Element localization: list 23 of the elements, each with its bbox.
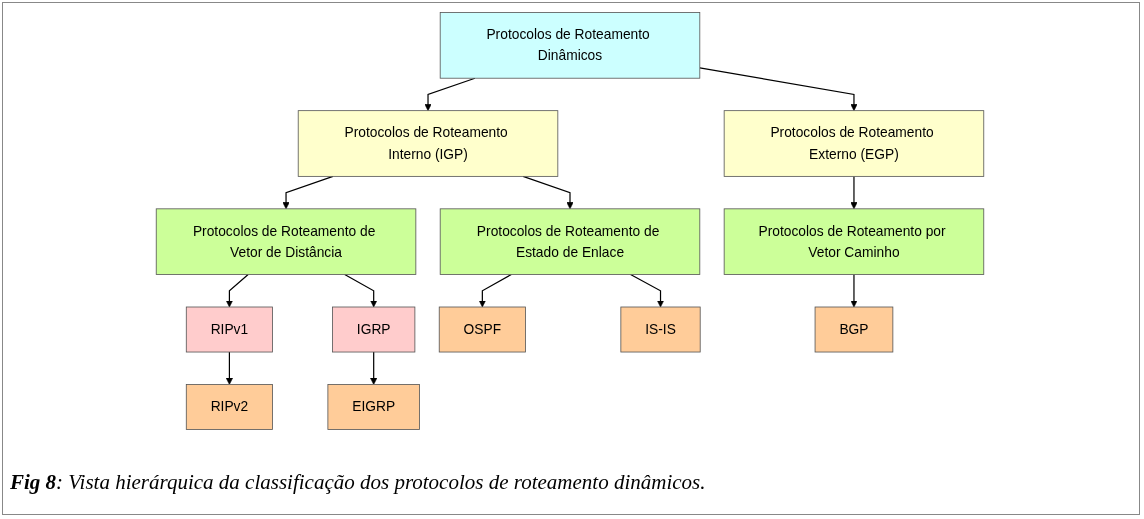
node-box: EIGRP bbox=[327, 384, 420, 430]
arrow bbox=[478, 273, 512, 308]
node-box: Protocolos de Roteamento de Vetor de Distância bbox=[155, 208, 417, 275]
arrow bbox=[344, 273, 378, 308]
arrow bbox=[850, 273, 858, 308]
node-box: IS-IS bbox=[620, 306, 701, 353]
arrow bbox=[630, 273, 665, 308]
figure-caption: Fig 8: Vista hierárquica da classificação dos protocolos de roteamento dinâmicos. bbox=[10, 470, 706, 495]
arrow bbox=[225, 351, 233, 385]
node-box: RIPv2 bbox=[185, 384, 273, 430]
node-box: Protocolos de Roteamento Externo (EGP) bbox=[723, 110, 985, 177]
node-box: Protocolos de Roteamento por Vetor Caminho bbox=[723, 208, 985, 275]
node-box: Protocolos de Roteamento Interno (IGP) bbox=[297, 110, 559, 177]
node-box: BGP bbox=[814, 306, 894, 353]
arrow bbox=[225, 273, 249, 308]
node-box: IGRP bbox=[332, 306, 416, 353]
node-box: Protocolos de Roteamento Dinâmicos bbox=[439, 12, 701, 79]
node-box: Protocolos de Roteamento de Estado de Enlace bbox=[439, 208, 701, 275]
arrow bbox=[370, 351, 378, 385]
arrow bbox=[850, 175, 858, 210]
arrow bbox=[699, 67, 858, 111]
node-box: OSPF bbox=[438, 306, 526, 353]
node-box: RIPv1 bbox=[185, 306, 273, 353]
